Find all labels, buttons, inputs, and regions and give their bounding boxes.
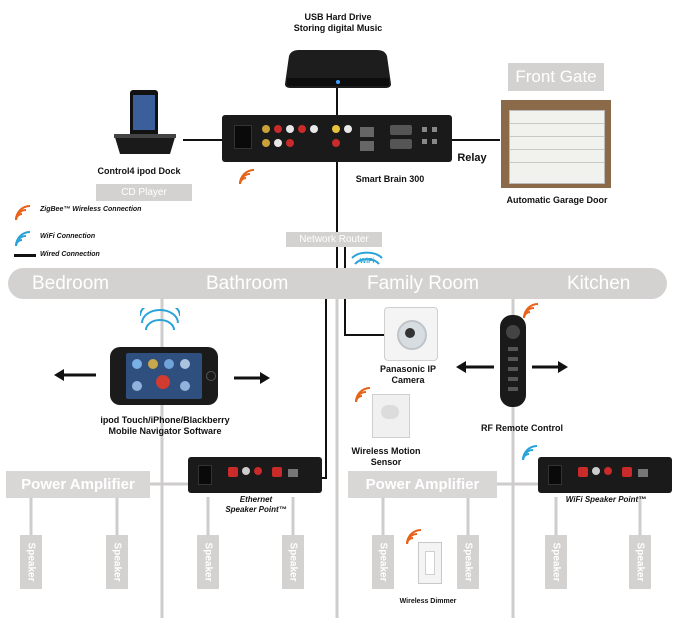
arrow-left-icon: [54, 369, 96, 381]
wireless-dimmer-label: Wireless Dimmer: [399, 598, 457, 605]
power-amplifier-left: Power Amplifier: [6, 471, 150, 498]
front-gate-label: Front Gate: [508, 63, 604, 91]
speaker: Speaker: [372, 535, 394, 589]
legend-zigbee: ZigBee™ Wireless Connection: [40, 206, 142, 213]
room-kitchen: Kitchen: [567, 273, 631, 294]
power-amplifier-right: Power Amplifier: [348, 471, 497, 498]
ipod-dock-icon: [114, 90, 176, 154]
arrow-left-icon: [456, 361, 494, 373]
rf-remote-label: RF Remote Control: [481, 423, 563, 433]
wifi-signal-icon: [522, 445, 538, 461]
arrow-right-icon: [532, 361, 568, 373]
zigbee-legend-icon: [15, 205, 31, 221]
wifi-badge-text: WiFi: [360, 258, 375, 265]
rooms-bar: [8, 268, 667, 299]
room-bathroom: Bathroom: [206, 273, 289, 294]
room-family-room: Family Room: [367, 273, 479, 294]
motion-sensor-device: [372, 394, 410, 438]
rf-remote-device: [500, 315, 526, 407]
ipod-touch-device: [110, 347, 218, 405]
ipod-touch-label: ipod Touch/iPhone/Blackberry Mobile Navi…: [100, 415, 230, 436]
ipod-dock-label: Control4 ipod Dock: [97, 166, 181, 176]
speaker: Speaker: [282, 535, 304, 589]
wifi-speaker-point-label: WiFi Speaker Point™: [565, 495, 647, 504]
wifi-speaker-point-device: [538, 457, 672, 493]
speaker: Speaker: [197, 535, 219, 589]
wifi-legend-icon: [15, 231, 31, 247]
ethernet-speaker-point-label: Ethernet Speaker Point™: [225, 495, 287, 514]
speaker: Speaker: [629, 535, 651, 589]
wireless-dimmer-device: [418, 542, 442, 584]
wifi-router-icon: WiFi: [351, 251, 383, 265]
wifi-signal-icon: [140, 308, 180, 331]
legend-wifi: WiFi Connection: [40, 233, 96, 240]
camera-label: Panasonic IP Camera: [379, 364, 437, 385]
network-router-box: Network Router: [286, 232, 382, 247]
smart-brain-unit: [222, 115, 452, 162]
cd-player-box: CD Player: [96, 184, 192, 201]
zigbee-signal-icon: [239, 169, 255, 185]
ethernet-speaker-point-device: [188, 457, 322, 493]
ip-camera-device: [384, 307, 438, 361]
relay-label: Relay: [457, 152, 487, 164]
usb-hard-drive-icon: [285, 50, 391, 88]
speaker: Speaker: [20, 535, 42, 589]
zigbee-signal-icon: [523, 303, 539, 319]
zigbee-signal-icon: [406, 529, 422, 545]
speaker: Speaker: [545, 535, 567, 589]
wire-router-to-ethernet-sp: [322, 299, 327, 479]
legend-wired: Wired Connection: [40, 251, 100, 258]
arrow-right-icon: [234, 372, 270, 384]
wired-legend-line: [14, 254, 36, 257]
speaker: Speaker: [457, 535, 479, 589]
smart-brain-label: Smart Brain 300: [355, 174, 425, 184]
usb-drive-label: USB Hard Drive Storing digital Music: [293, 12, 383, 33]
zigbee-signal-icon: [355, 387, 371, 403]
garage-door-label: Automatic Garage Door: [506, 195, 608, 205]
speaker: Speaker: [106, 535, 128, 589]
room-bedroom: Bedroom: [32, 273, 110, 294]
garage-door-image: [501, 100, 611, 188]
motion-sensor-label: Wireless Motion Sensor: [351, 446, 421, 467]
